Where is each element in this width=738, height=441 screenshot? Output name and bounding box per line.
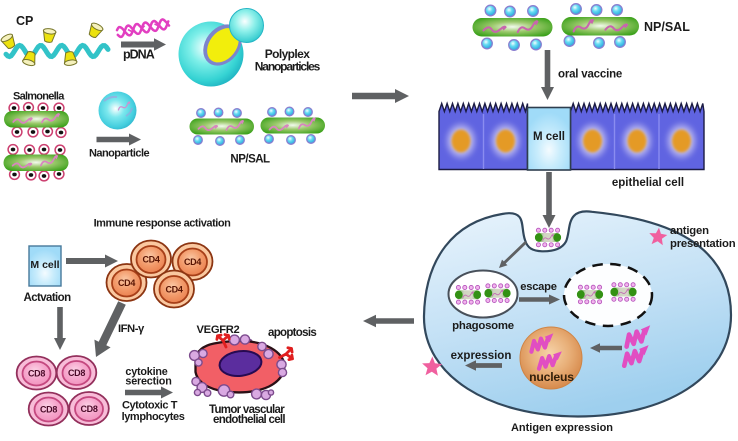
svg-text:Tumor vascular: Tumor vascular [209, 404, 285, 416]
svg-text:CP: CP [16, 14, 33, 28]
svg-text:NP/SAL: NP/SAL [230, 154, 270, 166]
svg-text:CD4: CD4 [142, 255, 159, 265]
svg-text:CD4: CD4 [118, 278, 135, 288]
svg-text:oral vaccine: oral vaccine [558, 69, 622, 81]
svg-text:lymphocytes: lymphocytes [122, 411, 185, 423]
svg-text:Salmonella: Salmonella [13, 91, 65, 103]
svg-text:Nanoparticle: Nanoparticle [89, 148, 149, 160]
svg-text:apoptosis: apoptosis [268, 327, 316, 339]
svg-text:M cell: M cell [533, 131, 565, 143]
svg-text:endothelial cell: endothelial cell [213, 414, 285, 426]
svg-text:Immune response activation: Immune response activation [94, 218, 232, 230]
svg-text:CD4: CD4 [165, 285, 182, 295]
svg-text:antigen: antigen [670, 225, 709, 237]
svg-text:expression: expression [451, 350, 512, 362]
svg-text:CD8: CD8 [80, 404, 97, 414]
svg-text:VEGFR2: VEGFR2 [197, 324, 240, 336]
svg-text:CD8: CD8 [40, 405, 57, 415]
svg-text:M cell: M cell [30, 259, 59, 271]
svg-text:Antigen expression: Antigen expression [511, 422, 613, 434]
svg-text:Polyplex: Polyplex [265, 47, 310, 61]
svg-text:Actvation: Actvation [24, 292, 72, 304]
svg-text:pDNA: pDNA [123, 48, 155, 62]
svg-text:epithelial cell: epithelial cell [612, 177, 684, 189]
svg-text:presentation: presentation [670, 238, 736, 250]
svg-text:serection: serection [125, 376, 171, 388]
svg-text:Cytotoxic T: Cytotoxic T [122, 400, 178, 412]
svg-text:CD4: CD4 [184, 257, 201, 267]
svg-text:CD8: CD8 [28, 369, 45, 379]
svg-text:NP/SAL: NP/SAL [644, 20, 690, 34]
svg-text:phagosome: phagosome [452, 320, 514, 332]
svg-text:Nanoparticles: Nanoparticles [255, 60, 321, 74]
svg-text:cytokine: cytokine [125, 366, 167, 378]
svg-text:nucleus: nucleus [529, 370, 574, 384]
svg-text:CD8: CD8 [68, 368, 85, 378]
svg-text:escape: escape [520, 281, 556, 293]
svg-text:IFN-γ: IFN-γ [118, 323, 145, 335]
